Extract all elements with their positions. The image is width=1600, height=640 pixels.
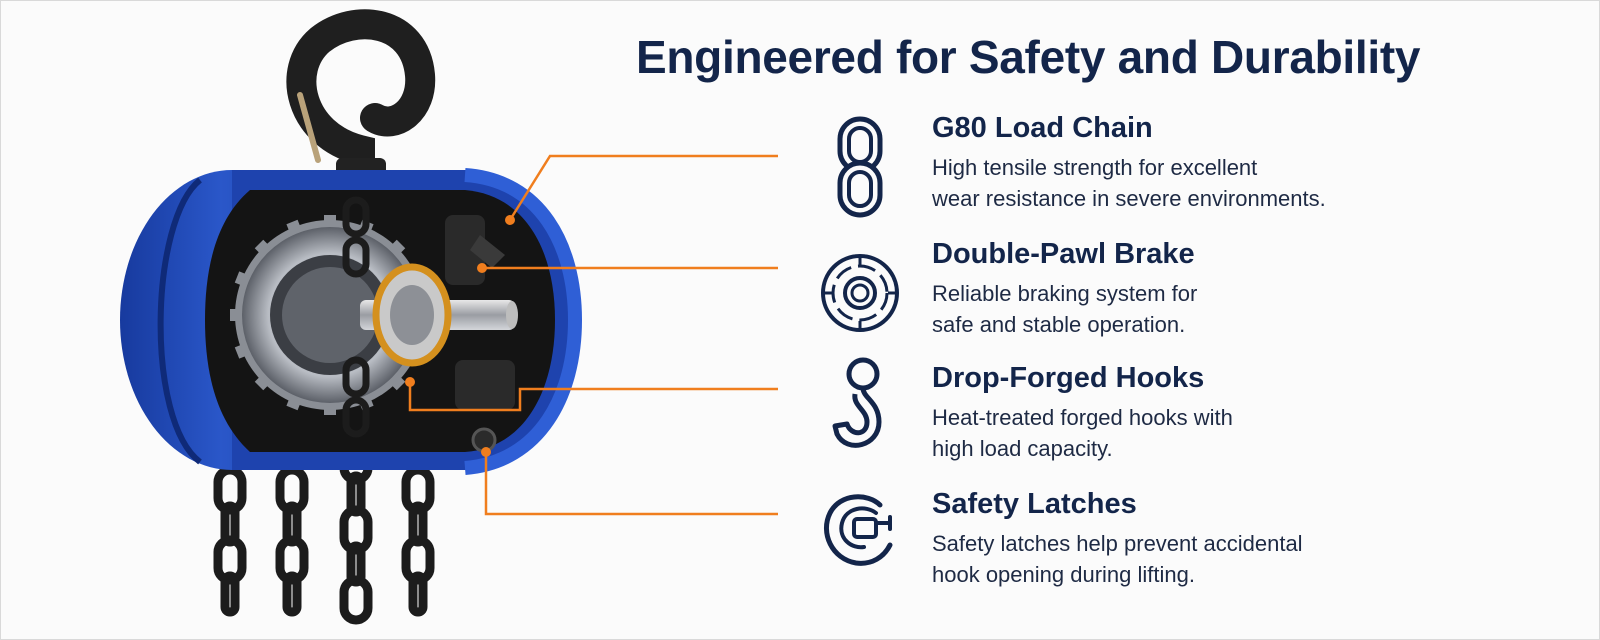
feature-description: Reliable braking system for safe and sta…: [932, 278, 1552, 340]
feature-load-chain: G80 Load Chain High tensile strength for…: [818, 112, 1578, 232]
feature-hooks: Drop-Forged Hooks Heat-treated forged ho…: [818, 357, 1578, 482]
chain-hoist-illustration: [120, 9, 778, 625]
description-line: high load capacity.: [932, 436, 1113, 461]
feature-title: Safety Latches: [932, 488, 1137, 520]
feature-description: Heat-treated forged hooks with high load…: [932, 402, 1552, 464]
hanging-chains: [213, 435, 435, 625]
drive-shaft: [360, 263, 518, 367]
feature-description: High tensile strength for excellent wear…: [932, 152, 1552, 214]
feature-safety-latches: Safety Latches Safety latches help preve…: [818, 488, 1578, 608]
description-line: safe and stable operation.: [932, 312, 1186, 337]
feature-description: Safety latches help prevent accidental h…: [932, 528, 1552, 590]
chain-link-icon: [818, 112, 902, 222]
callout-dots: [405, 215, 515, 457]
callout-lines: [408, 154, 778, 516]
top-hook: [286, 9, 436, 190]
feature-brake: Double-Pawl Brake Reliable braking syste…: [818, 238, 1578, 358]
description-line: Reliable braking system for: [932, 281, 1198, 306]
brake-disc-icon: [818, 238, 902, 348]
description-line: High tensile strength for excellent: [932, 155, 1258, 180]
description-line: hook opening during lifting.: [932, 562, 1195, 587]
brake-assembly: [445, 215, 515, 410]
safety-latch-icon: [818, 474, 902, 584]
description-line: Safety latches help prevent accidental: [932, 531, 1303, 556]
feature-title: Double-Pawl Brake: [932, 238, 1195, 270]
feature-title: G80 Load Chain: [932, 112, 1153, 144]
description-line: wear resistance in severe environments.: [932, 186, 1326, 211]
description-line: Heat-treated forged hooks with: [932, 405, 1233, 430]
hook-icon: [818, 354, 902, 464]
page-title: Engineered for Safety and Durability: [636, 31, 1421, 83]
feature-title: Drop-Forged Hooks: [932, 362, 1205, 394]
